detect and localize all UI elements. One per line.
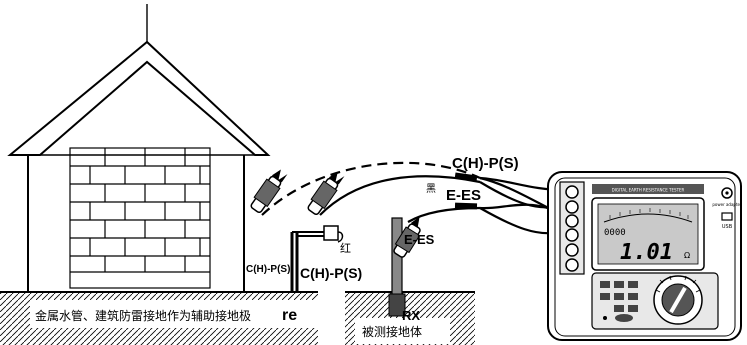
lcd-main-reading: 1.01: [620, 240, 673, 265]
rx-text: 被测接地体: [362, 324, 422, 339]
key-3[interactable]: [628, 281, 638, 288]
lcd-unit: Ω: [684, 251, 690, 260]
test-button[interactable]: [615, 314, 633, 322]
red-mark-label: 红: [340, 242, 351, 255]
terminal-5[interactable]: [565, 243, 579, 257]
earth-tester-meter: DIGITAL EARTH RESISTANCE TESTER power ad…: [547, 171, 742, 341]
terminal-4[interactable]: [565, 228, 579, 242]
lcd-arc-scale: [603, 213, 693, 223]
wire-marker-mid: [454, 202, 478, 210]
clip-rod: [393, 216, 421, 258]
terminal-6[interactable]: [565, 258, 579, 272]
ground-right: [345, 291, 475, 345]
top-wire-label: C(H)-P(S): [452, 155, 519, 172]
wire-marker-top: [454, 172, 478, 182]
brick-wall: [69, 147, 211, 289]
black-mark-label: 黑: [426, 183, 436, 195]
key-5[interactable]: [614, 293, 624, 300]
top-dashed-wire: [261, 161, 481, 216]
rx-label: RX: [402, 308, 420, 323]
terminal-2[interactable]: [565, 200, 579, 214]
terminal-3[interactable]: [565, 214, 579, 228]
key-4[interactable]: [600, 293, 610, 300]
power-adapter-label: power adapter: [712, 202, 742, 207]
mid-clip-label: C(H)-P(S): [300, 265, 362, 281]
ground-left-text: 金属水管、建筑防雷接地作为辅助接地极: [35, 308, 251, 323]
re-label: re: [282, 307, 297, 324]
terminal-1[interactable]: [565, 185, 579, 199]
rod-label: E-ES: [404, 232, 435, 247]
clip-left: [250, 169, 288, 214]
meter-header-band: [592, 184, 704, 194]
key-2[interactable]: [614, 281, 624, 288]
key-7[interactable]: [614, 305, 624, 312]
indicator-led: [603, 316, 607, 320]
metal-pipe: [290, 225, 344, 292]
key-1[interactable]: [600, 281, 610, 288]
house: [7, 40, 271, 292]
ground-left: [0, 291, 320, 345]
clip-mid: [307, 171, 345, 216]
usb-label: USB: [722, 224, 733, 230]
left-clip-label: C(H)-P(S): [246, 264, 290, 275]
lcd-small-reading: 0000: [604, 228, 626, 238]
meter-header-text: DIGITAL EARTH RESISTANCE TESTER: [612, 188, 685, 193]
usb-port[interactable]: [721, 212, 733, 221]
e-es-wire-label: E-ES: [446, 187, 481, 204]
key-6[interactable]: [628, 293, 638, 300]
key-8[interactable]: [628, 305, 638, 312]
